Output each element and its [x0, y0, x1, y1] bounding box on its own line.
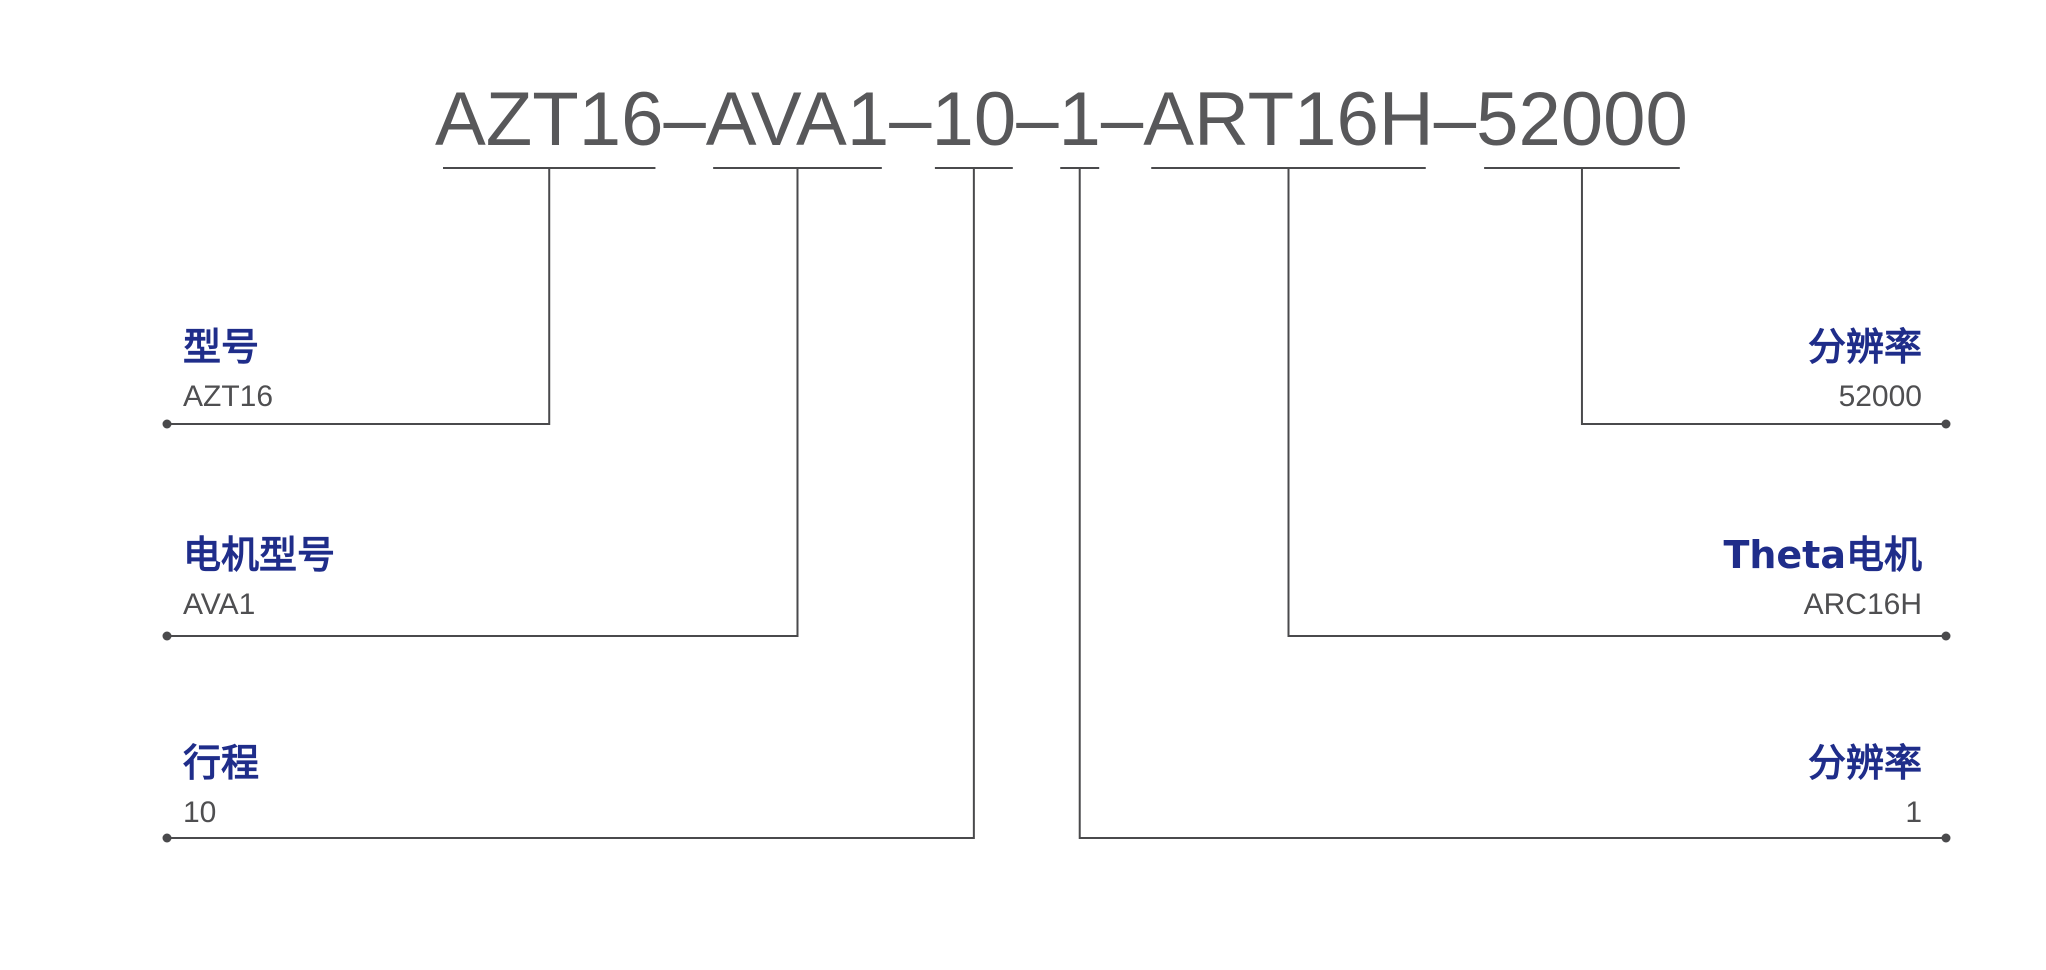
code-separator: –	[1434, 77, 1477, 162]
leader-endpoint-stroke	[162, 833, 172, 843]
leader-endpoint-model	[162, 419, 172, 429]
leader-endpoint-resolution-1	[1941, 833, 1951, 843]
label-stroke-title: 行程	[183, 741, 259, 785]
label-resolution-1-title: 分辨率	[1808, 741, 1922, 785]
label-stroke: 行程 10	[183, 741, 259, 829]
label-theta-motor-value: ARC16H	[1804, 588, 1922, 621]
code-part-1: AZT16	[435, 77, 663, 162]
label-model-title: 型号	[183, 325, 259, 369]
label-theta-motor: Theta电机 ARC16H	[1723, 533, 1922, 621]
label-resolution-1-value: 1	[1905, 796, 1922, 829]
label-theta-motor-title: Theta电机	[1723, 533, 1922, 577]
code-part-6: 52000	[1476, 77, 1688, 162]
code-part-2: AVA1	[706, 77, 889, 162]
leader-line-motor-model	[167, 168, 799, 637]
leader-line-theta-motor	[1287, 168, 1946, 637]
leader-lines	[162, 168, 1951, 843]
label-resolution-52000-value: 52000	[1839, 380, 1922, 413]
code-part-4: 1	[1059, 77, 1101, 162]
leader-line-model	[167, 168, 551, 425]
label-motor-model-title: 电机型号	[183, 533, 335, 577]
leader-endpoint-motor-model	[162, 631, 172, 641]
label-stroke-value: 10	[183, 796, 216, 829]
leader-endpoint-resolution-52000	[1941, 419, 1951, 429]
leader-endpoint-theta-motor	[1941, 631, 1951, 641]
code-part-5: ART16H	[1143, 77, 1434, 162]
label-motor-model-value: AVA1	[183, 588, 255, 621]
label-resolution-52000-title: 分辨率	[1808, 325, 1922, 369]
code-separator: –	[1101, 77, 1144, 162]
leader-line-stroke	[167, 168, 975, 839]
code-separator: –	[663, 77, 706, 162]
leader-line-resolution-1	[1078, 168, 1946, 839]
label-model-value: AZT16	[183, 380, 273, 413]
code-separator: –	[1016, 77, 1059, 162]
code-separator: –	[889, 77, 932, 162]
label-resolution-52000: 分辨率 52000	[1808, 325, 1922, 413]
model-code: AZT16–AVA1–10–1–ART16H–52000	[435, 77, 1688, 162]
label-model: 型号 AZT16	[183, 325, 273, 413]
leader-line-resolution-52000	[1580, 168, 1946, 425]
label-motor-model: 电机型号 AVA1	[183, 533, 335, 621]
code-part-3: 10	[932, 77, 1017, 162]
label-resolution-1: 分辨率 1	[1808, 741, 1922, 829]
